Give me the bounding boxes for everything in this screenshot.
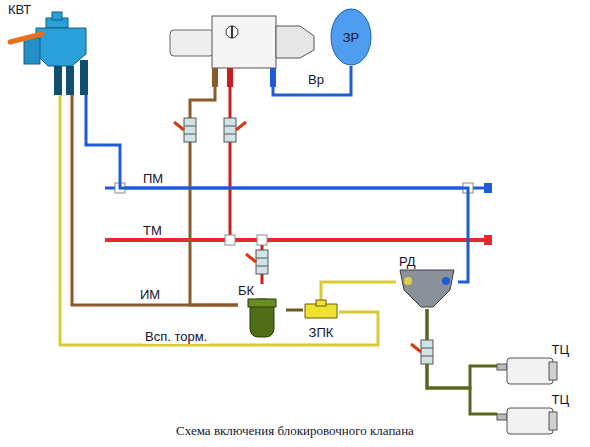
pipe-label: Всп. торм. [143,329,209,344]
brake-valve: КВТ [8,2,103,95]
pipe-label: ТМ [143,223,162,238]
valve-body [184,118,196,142]
valve-mark [421,348,433,349]
pipe-end [484,183,492,193]
shutoff-valve [411,340,433,364]
valve-mark [184,126,196,127]
relay-port [404,277,412,285]
pipe-tee [225,235,235,245]
air-pipe [86,95,468,282]
check-valve: ЗПК [303,300,339,340]
valve-side [24,38,40,64]
caption: Схема включения блокировочного клапана [0,423,590,439]
branch-pipe [229,86,232,240]
device-drawing [168,12,328,87]
port [227,68,233,87]
cylinder-cover [549,362,557,380]
relay-body [400,270,454,307]
valve-mark [421,356,433,357]
device-label: РД [399,254,416,269]
valve-mark [256,258,268,259]
port [270,68,276,87]
valve-handle [411,344,421,352]
valve-mark [184,134,196,135]
valve-body [421,340,433,364]
device-label: ЗР [343,30,360,45]
outlet [80,60,88,95]
pressure-relay: РД [396,254,458,309]
valve-handle [246,254,256,262]
relay-port [442,277,450,285]
brake-cylinder: ТЦ [497,392,571,436]
reservoir: ЗР [330,8,372,66]
shutoff-valve [246,250,268,274]
main-part [170,30,214,56]
air-distributor: Вр [168,12,328,87]
pipe-label: ИМ [140,287,160,302]
cylinder-rod [497,364,507,370]
air-pipe [427,309,497,388]
chamber [276,26,314,58]
reservoir [331,9,371,65]
cylinder-rod [497,414,507,420]
valve-handle [10,34,42,42]
knob-mark [231,26,233,38]
pipe-label: ПМ [143,171,163,186]
device-label: БК [238,283,254,298]
brake-pipe [105,238,490,242]
air-pipe [190,87,238,305]
valve-handle [236,122,246,130]
valve-mark [224,126,236,127]
air-pipe [286,309,303,312]
valve-top [52,12,62,20]
pipe-end [484,235,492,245]
air-pipe [72,95,238,305]
cylinder-body [507,358,553,384]
air-pipe [273,66,351,95]
device-label: ТЦ [551,392,569,407]
valve-mark [256,266,268,267]
brake-cylinder: ТЦ [497,342,571,386]
port [212,68,218,87]
air-pipe [321,282,396,300]
device-label: ТЦ [551,342,569,357]
shutoff-valve [224,118,246,142]
cylinder-cover [549,412,557,430]
pipe-tee [257,235,267,245]
valve-mark [224,134,236,135]
valve-port [316,300,326,306]
blocking-valve: БК [238,283,286,339]
cylinder-body [507,408,553,434]
air-pipe [60,95,378,345]
device-label: КВТ [8,2,31,17]
device-label: Вр [308,72,324,87]
body [212,16,276,68]
shutoff-valve [174,118,196,142]
valve-cap [248,299,276,307]
outlet [54,66,62,95]
valve-body [256,250,268,274]
air-pipe [427,309,497,414]
valve-body [224,118,236,142]
device-label: ЗПК [309,325,334,340]
outlet [66,66,74,95]
knob [226,26,238,38]
valve-handle [174,122,184,130]
